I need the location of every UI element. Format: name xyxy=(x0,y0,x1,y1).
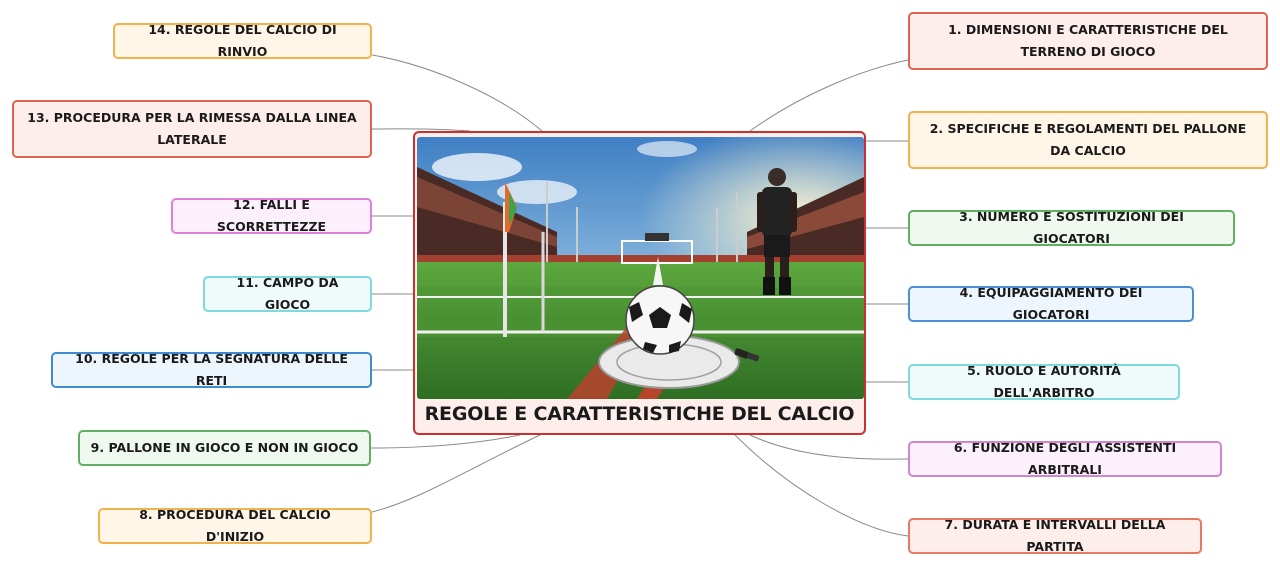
topic-label: 12. FALLI E SCORRETTEZZE xyxy=(216,197,327,234)
connector-14 xyxy=(371,54,543,132)
topic-label: 7. DURATA E INTERVALLI DELLA PARTITA xyxy=(944,517,1166,554)
topic-label: 8. PROCEDURA DEL CALCIO D'INIZIO xyxy=(139,507,331,544)
connector-7 xyxy=(734,434,909,537)
football-pitch-illustration xyxy=(417,137,864,399)
connector-13 xyxy=(371,128,471,132)
connector-9 xyxy=(370,434,521,449)
connector-8 xyxy=(371,434,541,513)
topic-9-pallone-in-gioco[interactable]: 9. PALLONE IN GIOCO E NON IN GIOCO xyxy=(78,430,371,466)
topic-2-specifiche-pallone[interactable]: 2. SPECIFICHE E REGOLAMENTI DEL PALLONE … xyxy=(908,111,1268,169)
topic-6-assistenti-arbitrali[interactable]: 6. FUNZIONE DEGLI ASSISTENTI ARBITRALI xyxy=(908,440,1222,477)
topic-label: 6. FUNZIONE DEGLI ASSISTENTI ARBITRALI xyxy=(953,440,1177,477)
topic-label: 3. NUMERO E SOSTITUZIONI DEI GIOCATORI xyxy=(959,209,1184,246)
topic-11-campo-da-gioco[interactable]: 11. CAMPO DA GIOCO xyxy=(203,275,372,312)
topic-8-calcio-inizio[interactable]: 8. PROCEDURA DEL CALCIO D'INIZIO xyxy=(98,507,372,544)
topic-7-durata-intervalli[interactable]: 7. DURATA E INTERVALLI DELLA PARTITA xyxy=(908,517,1202,554)
topic-10-segnatura-reti[interactable]: 10. REGOLE PER LA SEGNATURA DELLE RETI xyxy=(51,351,372,388)
connector-1 xyxy=(749,59,909,132)
connector-6 xyxy=(749,434,909,460)
topic-label: 9. PALLONE IN GIOCO E NON IN GIOCO xyxy=(90,440,359,455)
topic-1-dimensioni-terreno[interactable]: 1. DIMENSIONI E CARATTERISTICHE DEL TERR… xyxy=(908,12,1268,70)
topic-13-rimessa-laterale[interactable]: 13. PROCEDURA PER LA RIMESSA DALLA LINEA… xyxy=(12,100,372,158)
topic-label: 11. CAMPO DA GIOCO xyxy=(236,275,339,312)
topic-3-numero-sostituzioni[interactable]: 3. NUMERO E SOSTITUZIONI DEI GIOCATORI xyxy=(908,209,1235,246)
topic-label: 13. PROCEDURA PER LA RIMESSA DALLA LINEA… xyxy=(27,110,357,147)
topic-5-ruolo-arbitro[interactable]: 5. RUOLO E AUTORITÀ DELL'ARBITRO xyxy=(908,363,1180,400)
topic-label: 5. RUOLO E AUTORITÀ DELL'ARBITRO xyxy=(967,363,1121,400)
central-topic[interactable]: REGOLE E CARATTERISTICHE DEL CALCIO xyxy=(413,131,866,435)
topic-label: 2. SPECIFICHE E REGOLAMENTI DEL PALLONE … xyxy=(929,121,1247,158)
topic-label: 1. DIMENSIONI E CARATTERISTICHE DEL TERR… xyxy=(948,22,1228,59)
central-topic-title: REGOLE E CARATTERISTICHE DEL CALCIO xyxy=(424,403,855,425)
topic-label: 4. EQUIPAGGIAMENTO DEI GIOCATORI xyxy=(959,285,1143,322)
topic-12-falli-scorrettezze[interactable]: 12. FALLI E SCORRETTEZZE xyxy=(171,197,372,234)
topic-label: 10. REGOLE PER LA SEGNATURA DELLE RETI xyxy=(75,351,348,388)
topic-4-equipaggiamento[interactable]: 4. EQUIPAGGIAMENTO DEI GIOCATORI xyxy=(908,285,1194,322)
topic-label: 14. REGOLE DEL CALCIO DI RINVIO xyxy=(148,22,337,59)
topic-14-calcio-di-rinvio[interactable]: 14. REGOLE DEL CALCIO DI RINVIO xyxy=(113,22,372,59)
